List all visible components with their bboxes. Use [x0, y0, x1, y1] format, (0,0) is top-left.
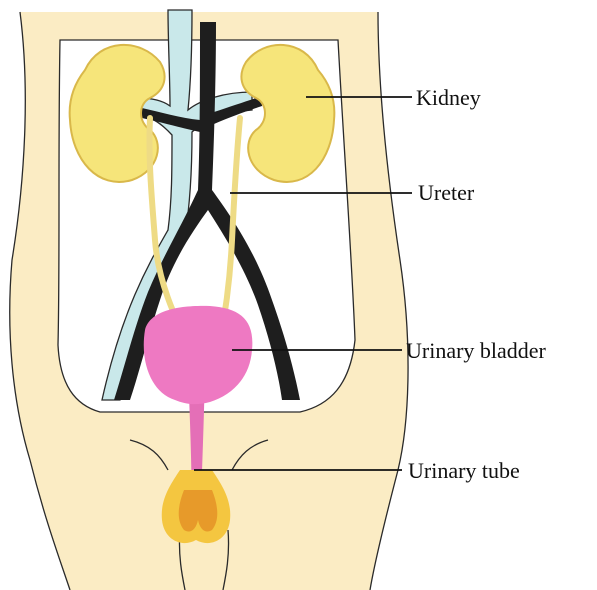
bladder-label: Urinary bladder	[406, 338, 547, 363]
ureter-label: Ureter	[418, 180, 475, 205]
labels: Kidney Ureter Urinary bladder Urinary tu…	[406, 85, 547, 483]
kidney-label: Kidney	[416, 85, 481, 110]
tube-label: Urinary tube	[408, 458, 520, 483]
